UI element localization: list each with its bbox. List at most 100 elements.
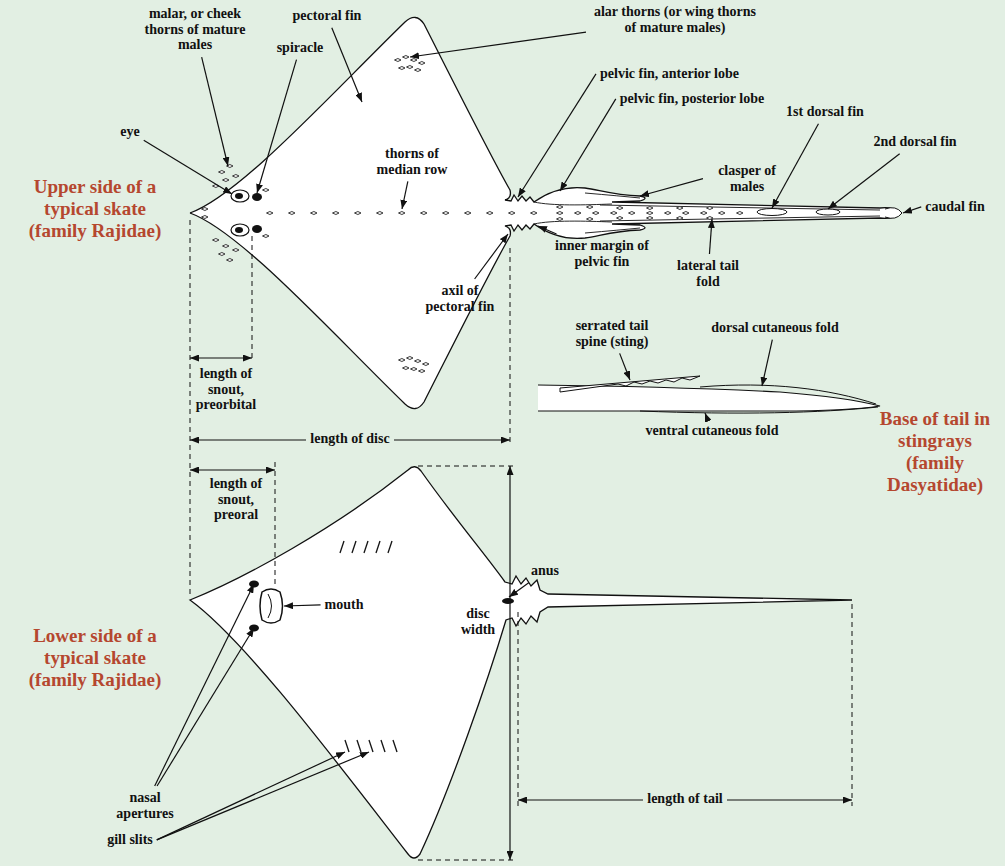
thorns bbox=[531, 212, 538, 215]
dimension-lines bbox=[418, 860, 516, 861]
thorns bbox=[443, 212, 450, 215]
spiracle bbox=[252, 193, 262, 233]
part-label: alar thorns (or wing thorns of mature ma… bbox=[590, 4, 760, 35]
part-label: dorsal cutaneous fold bbox=[711, 320, 839, 336]
part-label: clasper of males bbox=[707, 163, 787, 194]
thorns bbox=[557, 212, 564, 215]
thorns bbox=[223, 245, 230, 248]
gill-slit bbox=[364, 541, 368, 553]
part-label: 2nd dorsal fin bbox=[873, 134, 956, 150]
thorns bbox=[707, 207, 714, 210]
gill-slit bbox=[352, 541, 356, 553]
part-label: lateral tail fold bbox=[673, 258, 743, 289]
dimension-label: length of disc bbox=[306, 431, 393, 447]
thorns bbox=[611, 212, 618, 215]
thorns bbox=[465, 212, 472, 215]
leader-line bbox=[538, 226, 557, 234]
thorns bbox=[587, 218, 594, 221]
gill-slit bbox=[381, 740, 385, 752]
gill-slit bbox=[388, 541, 392, 553]
skate-outline bbox=[190, 17, 898, 213]
fin-detail bbox=[534, 193, 880, 233]
stingray-tail bbox=[700, 385, 876, 404]
view-title: Upper side of a typical skate (family Ra… bbox=[23, 176, 168, 242]
thorns bbox=[219, 253, 226, 256]
thorns bbox=[509, 212, 516, 215]
part-label: anus bbox=[531, 563, 559, 579]
dimension-lines bbox=[190, 357, 252, 358]
mouth bbox=[268, 594, 272, 618]
part-label: inner margin of pelvic fin bbox=[555, 238, 650, 269]
leader-line bbox=[402, 181, 408, 209]
eye bbox=[235, 227, 243, 233]
thorns bbox=[407, 66, 414, 69]
thorns bbox=[683, 212, 690, 215]
thorns bbox=[202, 216, 209, 219]
thorns bbox=[289, 212, 296, 215]
thorns bbox=[593, 212, 600, 215]
part-label: 1st dorsal fin bbox=[786, 104, 864, 120]
leader-line bbox=[157, 628, 254, 786]
part-label: pelvic fin, posterior lobe bbox=[620, 91, 764, 107]
thorns bbox=[223, 179, 230, 182]
dimension-label: length of tail bbox=[643, 791, 726, 807]
fin-detail bbox=[534, 221, 612, 224]
thorns bbox=[617, 217, 624, 220]
thorns bbox=[411, 368, 418, 371]
leader-line bbox=[509, 583, 529, 597]
thorns bbox=[399, 212, 406, 215]
thorns bbox=[557, 206, 564, 209]
leader-line bbox=[560, 99, 616, 191]
thorns bbox=[311, 212, 318, 215]
thorns bbox=[399, 67, 406, 70]
stingray-tail bbox=[640, 407, 878, 413]
eye bbox=[231, 190, 249, 236]
part-label: serrated tail spine (sting) bbox=[562, 318, 662, 349]
thorns bbox=[233, 175, 240, 178]
thorns bbox=[677, 207, 684, 210]
part-label: pelvic fin, anterior lobe bbox=[600, 66, 739, 82]
gill-slit bbox=[340, 541, 344, 553]
fin-detail bbox=[585, 228, 640, 233]
gill-slit bbox=[340, 541, 397, 752]
thorns bbox=[647, 217, 654, 220]
leader-line bbox=[332, 28, 362, 102]
dimension-lines bbox=[252, 236, 253, 362]
thorns bbox=[719, 212, 726, 215]
part-label: caudal fin bbox=[925, 199, 985, 215]
dimension-lines bbox=[275, 462, 276, 584]
dimension-label: disc width bbox=[453, 606, 503, 637]
skate-outline bbox=[190, 213, 898, 409]
anus bbox=[502, 598, 514, 604]
stingray-tail bbox=[538, 385, 880, 411]
gill-slit bbox=[357, 740, 361, 752]
leader-line bbox=[709, 219, 712, 254]
dimension-lines bbox=[418, 466, 516, 467]
dimension-label: length of snout, preorbital bbox=[193, 366, 259, 413]
spiracle bbox=[252, 225, 262, 233]
thorns bbox=[263, 235, 270, 238]
gill-slit bbox=[345, 740, 349, 752]
leader-line bbox=[202, 57, 228, 166]
dimension-lines bbox=[190, 220, 852, 860]
skate-outline bbox=[190, 467, 852, 858]
leader-line bbox=[762, 340, 772, 386]
part-label: gill slits bbox=[107, 832, 153, 848]
skate-body-fill bbox=[190, 212, 898, 409]
thorns bbox=[377, 212, 384, 215]
thorns bbox=[213, 239, 220, 242]
caudal-fin bbox=[885, 208, 902, 219]
thorns bbox=[415, 360, 422, 363]
leader-line bbox=[620, 353, 630, 380]
leader-line bbox=[284, 605, 321, 606]
leader-line bbox=[155, 584, 254, 786]
part-label: malar, or cheek thorns of mature males bbox=[135, 6, 255, 53]
thorns bbox=[202, 208, 209, 211]
thorns bbox=[407, 357, 414, 360]
eye bbox=[235, 193, 243, 199]
dimension-lines bbox=[190, 469, 275, 470]
dimension-lines bbox=[190, 220, 191, 594]
